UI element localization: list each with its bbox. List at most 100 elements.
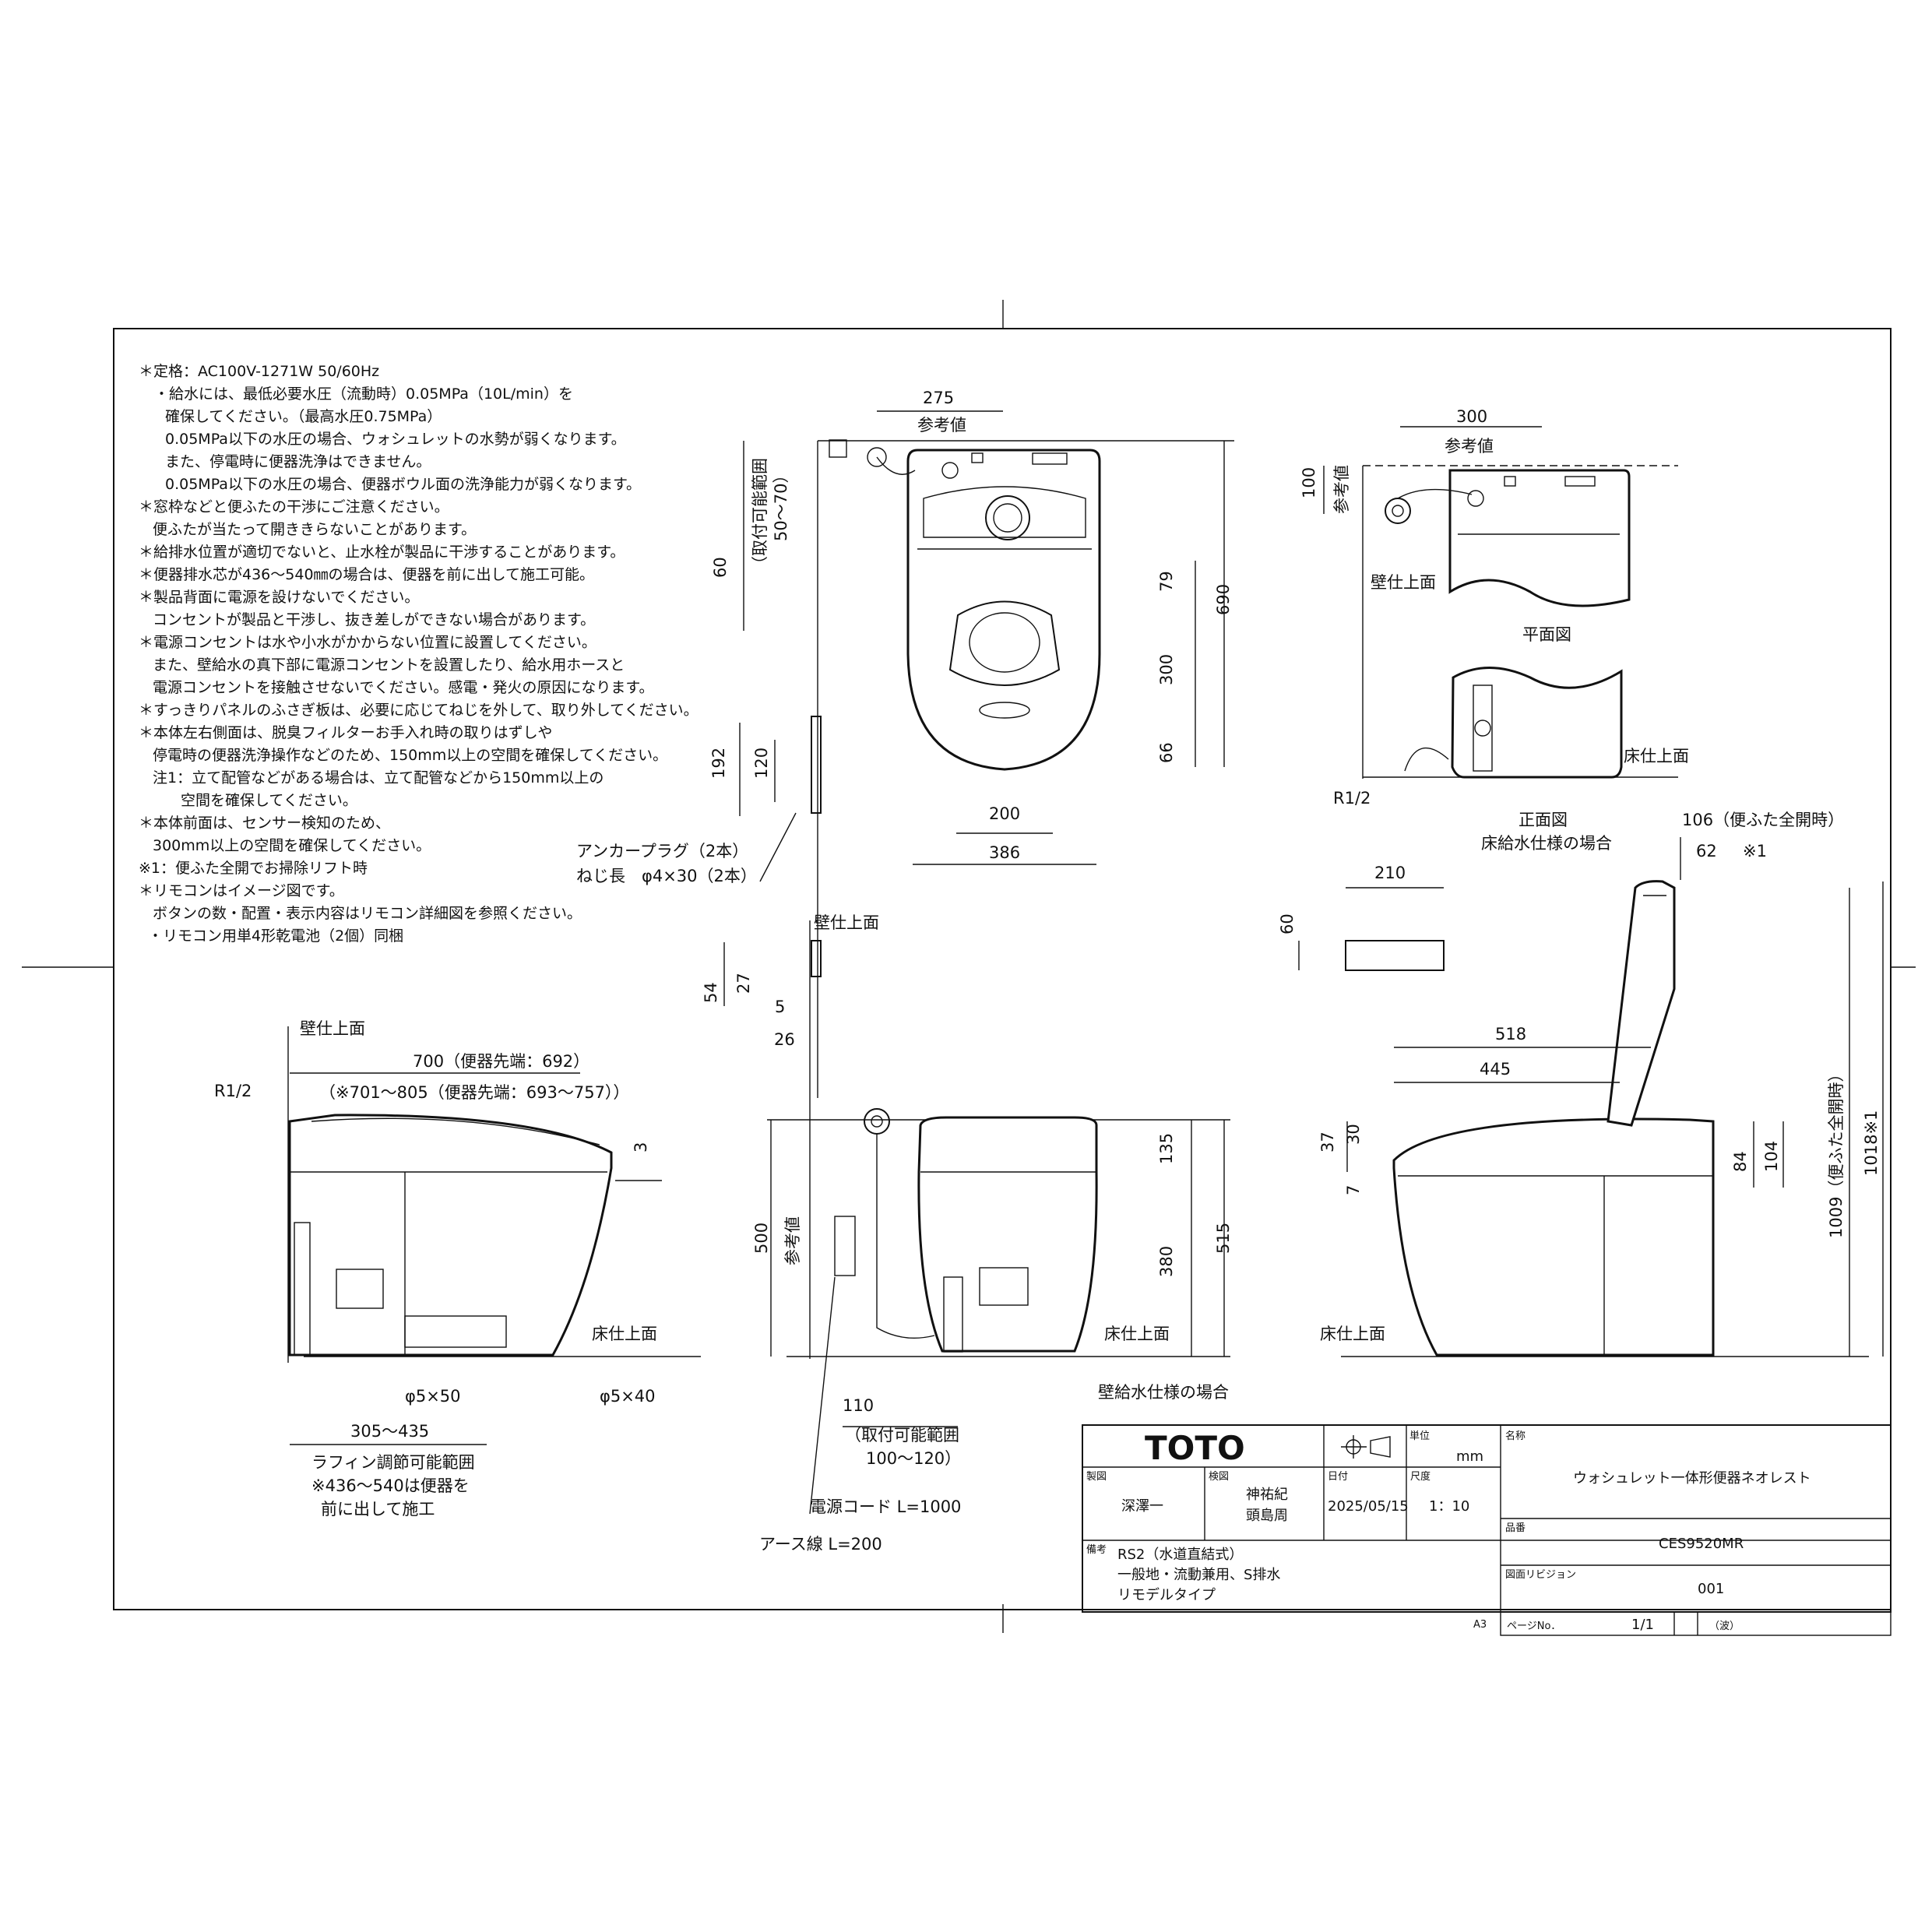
front-cord: 電源コード L=1000 [810, 1497, 961, 1516]
plan-dim-100: 100 [1300, 467, 1318, 498]
note-line: また、壁給水の真下部に電源コンセントを設置したり、給水用ホースと [153, 656, 625, 674]
front-floor: 床仕上面 [1104, 1325, 1170, 1343]
note-line: また、停電時に便器洗浄はできません。 [165, 453, 431, 470]
front-ref: 参考値 [783, 1216, 802, 1265]
note-line: 便ふたが当たって開ききらないことがあります。 [153, 521, 476, 538]
left-700: 700（便器先端：692） [413, 1052, 589, 1071]
right-445: 445 [1480, 1060, 1511, 1079]
title-block: TOTO 単位 mm 名称 ウォシュレット一体形便器ネオレスト 製図 深澤一 検… [1082, 1424, 1892, 1636]
note-line: ＊定格：AC100V-1271W 50/60Hz [139, 363, 379, 380]
dim-79: 79 [1157, 571, 1176, 592]
note-line: ＊便器排水芯が436～540㎜の場合は、便器を前に出して施工可能。 [139, 566, 594, 583]
right-62: 62 [1696, 842, 1717, 860]
rough-1: ラフィン調節可能範囲 [311, 1453, 475, 1472]
dim-60: 60 [711, 557, 730, 578]
note-line: 0.05MPa以下の水圧の場合、ウォシュレットの水勢が弱くなります。 [165, 431, 626, 448]
page-number: 1/1 [1631, 1617, 1654, 1633]
dim-66: 66 [1157, 742, 1176, 763]
top-view: 275 参考値 60 （取付可能範囲 50～70） 79 300 66 690 … [576, 389, 1234, 1098]
sheet-frame [22, 300, 1916, 1633]
checked-label: 検図 [1209, 1471, 1229, 1483]
drawn-by: 深澤一 [1121, 1498, 1163, 1515]
right-7: 7 [1344, 1185, 1363, 1195]
plan-title: 平面図 [1522, 625, 1571, 644]
note-line: ＊本体前面は、センサー検知のため、 [139, 815, 390, 832]
front-small-view: 床仕上面 R1/2 正面図 床給水仕様の場合 [1333, 667, 1689, 853]
note-line: ＊給排水位置が適切でないと、止水栓が製品に干渉することがあります。 [139, 544, 625, 561]
front-135: 135 [1157, 1133, 1176, 1164]
plan-view: 300 参考値 100 参考値 壁仕上面 平面図 [1300, 407, 1678, 779]
left-3: 3 [632, 1142, 650, 1153]
dim-300: 300 [1157, 654, 1176, 685]
plan-ref: 参考値 [1445, 437, 1494, 456]
plan-wall: 壁仕上面 [1371, 573, 1436, 592]
scale-label: 尺度 [1410, 1470, 1431, 1483]
note-line: 300mm以上の空間を確保してください。 [153, 837, 431, 854]
left-phi540: φ5×40 [600, 1387, 656, 1406]
right-106: 106（便ふた全開時） [1682, 811, 1844, 829]
note-line: ＊製品背面に電源を設けないでください。 [139, 589, 419, 606]
general-notes: ＊定格：AC100V-1271W 50/60Hz ・給水には、最低必要水圧（流動… [139, 363, 699, 945]
drawn-label: 製図 [1086, 1471, 1107, 1483]
right-37: 37 [1318, 1131, 1337, 1153]
remote-5: 5 [775, 998, 785, 1016]
page-suffix: （波） [1709, 1621, 1740, 1632]
note-line: コンセントが製品と干渉し、抜き差しができない場合があります。 [153, 611, 595, 628]
right-star1: ※1 [1743, 842, 1767, 860]
product-name: ウォシュレット一体形便器ネオレスト [1573, 1470, 1811, 1487]
anchor-line2: ねじ長 φ4×30（2本） [576, 867, 757, 885]
remarks-2: 一般地・流動兼用、S排水 [1117, 1567, 1280, 1583]
remarks-1: RS2（水道直結式） [1117, 1547, 1243, 1563]
anchor-line1: アンカープラグ（2本） [576, 842, 748, 860]
note-line: 空間を確保してください。 [181, 792, 357, 809]
right-84: 84 [1731, 1151, 1750, 1172]
front-earth: アース線 L=200 [759, 1535, 882, 1554]
small-title2: 床給水仕様の場合 [1481, 834, 1612, 853]
note-line: 電源コンセントを接触させないでください。感電・発火の原因になります。 [153, 679, 654, 696]
note-line: ＊すっきりパネルのふさぎ板は、必要に応じてねじを外して、取り外してください。 [139, 702, 699, 719]
ref-label: 参考値 [917, 416, 966, 435]
remote-detail: 210 60 壁仕上面 54 27 5 26 [702, 864, 1445, 1049]
checked-by-1: 神祐紀 [1246, 1487, 1288, 1503]
note-line: 確保してください。（最高水圧0.75MPa） [165, 408, 442, 425]
dim-200: 200 [989, 804, 1020, 823]
left-305: 305～435 [350, 1422, 429, 1441]
right-1018: 1018※1 [1862, 1110, 1881, 1176]
right-floor: 床仕上面 [1320, 1325, 1385, 1343]
small-r12: R1/2 [1333, 789, 1371, 808]
remote-wall: 壁仕上面 [814, 913, 879, 932]
left-701: （※701～805（便器先端：693～757）） [319, 1083, 629, 1102]
left-wall: 壁仕上面 [300, 1019, 365, 1038]
rough-2: ※436～540は便器を [311, 1476, 470, 1495]
rev-label: 図面リビジョン [1505, 1569, 1576, 1581]
right-1009: 1009（便ふた全開時） [1827, 1066, 1846, 1238]
dim-275: 275 [923, 389, 954, 407]
remote-27: 27 [734, 973, 753, 994]
small-title1: 正面図 [1519, 811, 1568, 829]
remote-54: 54 [702, 982, 720, 1003]
date-value: 2025/05/15 [1328, 1498, 1409, 1515]
note-line: ・給水には、最低必要水圧（流動時）0.05MPa（10L/min）を [154, 385, 573, 403]
note-line: ＊リモコンはイメージ図です。 [139, 882, 344, 899]
front-515: 515 [1214, 1223, 1233, 1254]
dim-120: 120 [752, 748, 771, 779]
side-left-view: 壁仕上面 700（便器先端：692） （※701～805（便器先端：693～75… [214, 1019, 701, 1519]
note-line: ボタンの数・配置・表示内容はリモコン詳細図を参照ください。 [153, 905, 582, 922]
note-line: 0.05MPa以下の水圧の場合、便器ボウル面の洗浄能力が弱くなります。 [165, 476, 641, 493]
sheet-size: A3 [1473, 1619, 1487, 1631]
front-380: 380 [1157, 1246, 1176, 1277]
remote-210: 210 [1374, 864, 1406, 882]
left-r12: R1/2 [214, 1082, 252, 1100]
note-line: 注1：立て配管などがある場合は、立て配管などから150mm以上の [153, 769, 604, 787]
dim-386: 386 [989, 843, 1020, 862]
front-500: 500 [752, 1223, 771, 1254]
plan-ref-v: 参考値 [1332, 465, 1351, 514]
dim-690: 690 [1214, 584, 1233, 615]
side-right-view: 106（便ふた全開時） 62 ※1 518 445 37 30 7 84 104… [1318, 811, 1884, 1357]
right-104: 104 [1762, 1141, 1781, 1172]
dim-192: 192 [709, 748, 728, 779]
name-label: 名称 [1505, 1430, 1526, 1442]
model-label: 品番 [1505, 1522, 1526, 1534]
front-range1: （取付可能範囲 [845, 1426, 959, 1445]
